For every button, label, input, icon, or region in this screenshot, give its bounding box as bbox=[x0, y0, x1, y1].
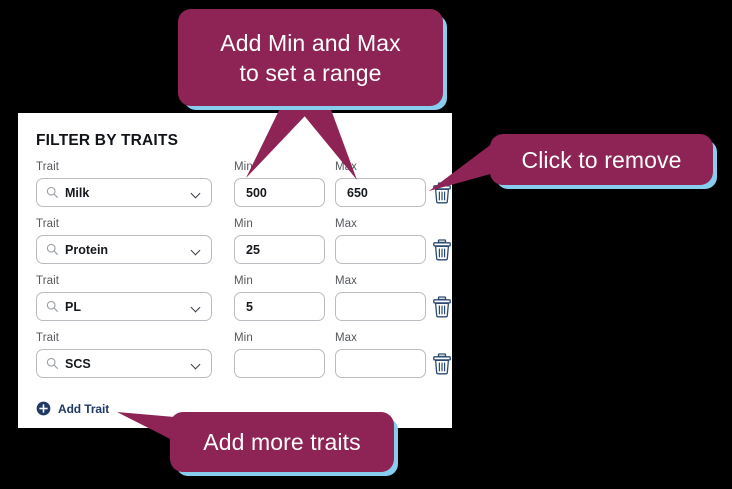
min-input[interactable]: 500 bbox=[234, 178, 325, 207]
min-label: Min bbox=[234, 275, 253, 287]
callout-add-more-traits: Add more traits bbox=[170, 412, 394, 472]
trait-label: Trait bbox=[36, 275, 60, 287]
callout-line-1: Add Min and Max bbox=[220, 29, 401, 56]
callout-line-2: to set a range bbox=[239, 59, 382, 86]
callout-click-to-remove-text: Click to remove bbox=[521, 146, 682, 173]
chevron-down-icon bbox=[192, 247, 201, 256]
trait-select[interactable]: PL bbox=[36, 292, 212, 321]
trait-select-value: PL bbox=[65, 300, 81, 314]
max-input-value: 650 bbox=[347, 186, 368, 200]
trait-label: Trait bbox=[36, 218, 60, 230]
max-label: Max bbox=[335, 275, 358, 287]
trait-select[interactable]: Milk bbox=[36, 178, 212, 207]
min-input-value: 500 bbox=[246, 186, 267, 200]
trait-rows: Trait Min Max Milk 500 650 bbox=[36, 161, 452, 389]
callout-add-min-max: Add Min and Max to set a range bbox=[178, 9, 443, 106]
filter-by-traits-panel: FILTER BY TRAITS Trait Min Max Milk 500 bbox=[18, 113, 452, 428]
chevron-down-icon bbox=[192, 304, 201, 313]
min-input[interactable]: 5 bbox=[234, 292, 325, 321]
trait-select[interactable]: Protein bbox=[36, 235, 212, 264]
table-row: Trait Min Max Protein 25 bbox=[36, 218, 452, 275]
min-input-value: 25 bbox=[246, 243, 260, 257]
trash-icon[interactable] bbox=[431, 352, 453, 376]
search-icon bbox=[46, 243, 59, 256]
search-icon bbox=[46, 186, 59, 199]
callout-add-more-traits-text: Add more traits bbox=[203, 429, 361, 455]
trash-icon[interactable] bbox=[431, 238, 453, 262]
trait-select-value: Protein bbox=[65, 243, 109, 257]
max-input[interactable] bbox=[335, 349, 426, 378]
trait-select-value: SCS bbox=[65, 357, 91, 371]
callout-add-min-max-text: Add Min and Max to set a range bbox=[206, 28, 414, 88]
chevron-down-icon bbox=[192, 190, 201, 199]
min-input[interactable]: 25 bbox=[234, 235, 325, 264]
table-row: Trait Min Max SCS bbox=[36, 332, 452, 389]
max-label: Max bbox=[335, 161, 358, 173]
trait-label: Trait bbox=[36, 332, 60, 344]
trait-select[interactable]: SCS bbox=[36, 349, 212, 378]
add-trait-label: Add Trait bbox=[58, 401, 110, 416]
trait-select-value: Milk bbox=[65, 186, 90, 200]
search-icon bbox=[46, 300, 59, 313]
min-label: Min bbox=[234, 161, 253, 173]
page-title: FILTER BY TRAITS bbox=[36, 132, 179, 149]
table-row: Trait Min Max PL 5 bbox=[36, 275, 452, 332]
min-label: Min bbox=[234, 332, 253, 344]
trait-label: Trait bbox=[36, 161, 60, 173]
max-input[interactable] bbox=[335, 292, 426, 321]
chevron-down-icon bbox=[192, 361, 201, 370]
trash-icon[interactable] bbox=[431, 295, 453, 319]
trash-icon[interactable] bbox=[431, 181, 453, 205]
min-label: Min bbox=[234, 218, 253, 230]
max-input[interactable] bbox=[335, 235, 426, 264]
max-input[interactable]: 650 bbox=[335, 178, 426, 207]
max-label: Max bbox=[335, 218, 358, 230]
add-trait-button[interactable]: Add Trait bbox=[36, 401, 109, 416]
min-input[interactable] bbox=[234, 349, 325, 378]
max-label: Max bbox=[335, 332, 358, 344]
plus-circle-icon bbox=[36, 401, 51, 416]
search-icon bbox=[46, 357, 59, 370]
table-row: Trait Min Max Milk 500 650 bbox=[36, 161, 452, 218]
min-input-value: 5 bbox=[246, 300, 253, 314]
callout-click-to-remove: Click to remove bbox=[490, 134, 713, 185]
